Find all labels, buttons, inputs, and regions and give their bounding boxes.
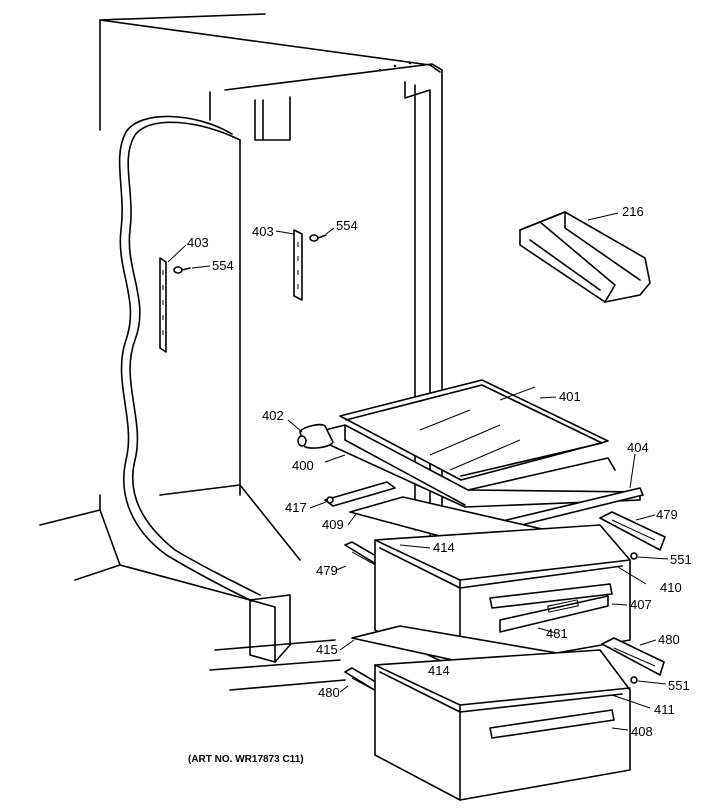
label-410: 410 (660, 580, 682, 595)
door-bin (519, 211, 651, 303)
label-415: 415 (316, 642, 338, 657)
label-216: 216 (622, 204, 644, 219)
label-404: 404 (627, 440, 649, 455)
label-403-center: 403 (252, 224, 274, 239)
screw-551-lower (630, 676, 667, 685)
label-479-right: 479 (656, 507, 678, 522)
screw-center (309, 227, 335, 242)
label-414-lower: 414 (428, 663, 450, 678)
label-408: 408 (631, 724, 653, 739)
label-407: 407 (630, 597, 652, 612)
label-554-left: 554 (212, 258, 234, 273)
drawer-slide-right-lower (601, 637, 665, 676)
label-400: 400 (292, 458, 314, 473)
shelf-ladder-center (275, 229, 303, 301)
label-480-right: 480 (658, 632, 680, 647)
label-554-center: 554 (336, 218, 358, 233)
label-411: 411 (654, 702, 675, 717)
support-rail-417 (309, 481, 396, 509)
part-labels: 216 403 554 403 554 401 402 400 404 417 … (187, 204, 692, 739)
glass-shelf (339, 379, 609, 481)
drawer-slide-right-upper (599, 511, 666, 551)
label-401: 401 (559, 389, 581, 404)
label-417: 417 (285, 500, 307, 515)
label-479-left: 479 (316, 563, 338, 578)
label-481: 481 (546, 626, 568, 641)
cabinet-outline (39, 13, 443, 691)
screw-left (173, 265, 211, 274)
label-551-lower: 551 (668, 678, 690, 693)
label-409: 409 (322, 517, 344, 532)
crisper-drawer-lower (374, 649, 651, 801)
door-gasket (118, 115, 261, 602)
label-403-left: 403 (187, 235, 209, 250)
label-480-left: 480 (318, 685, 340, 700)
shelf-ladder-left (159, 244, 187, 353)
label-414-upper: 414 (433, 540, 455, 555)
screw-551-upper (630, 552, 669, 560)
shelf-adapter (287, 419, 334, 449)
label-402: 402 (262, 408, 284, 423)
art-number-caption: (ART NO. WR17873 C11) (188, 754, 304, 765)
label-551-upper: 551 (670, 552, 692, 567)
